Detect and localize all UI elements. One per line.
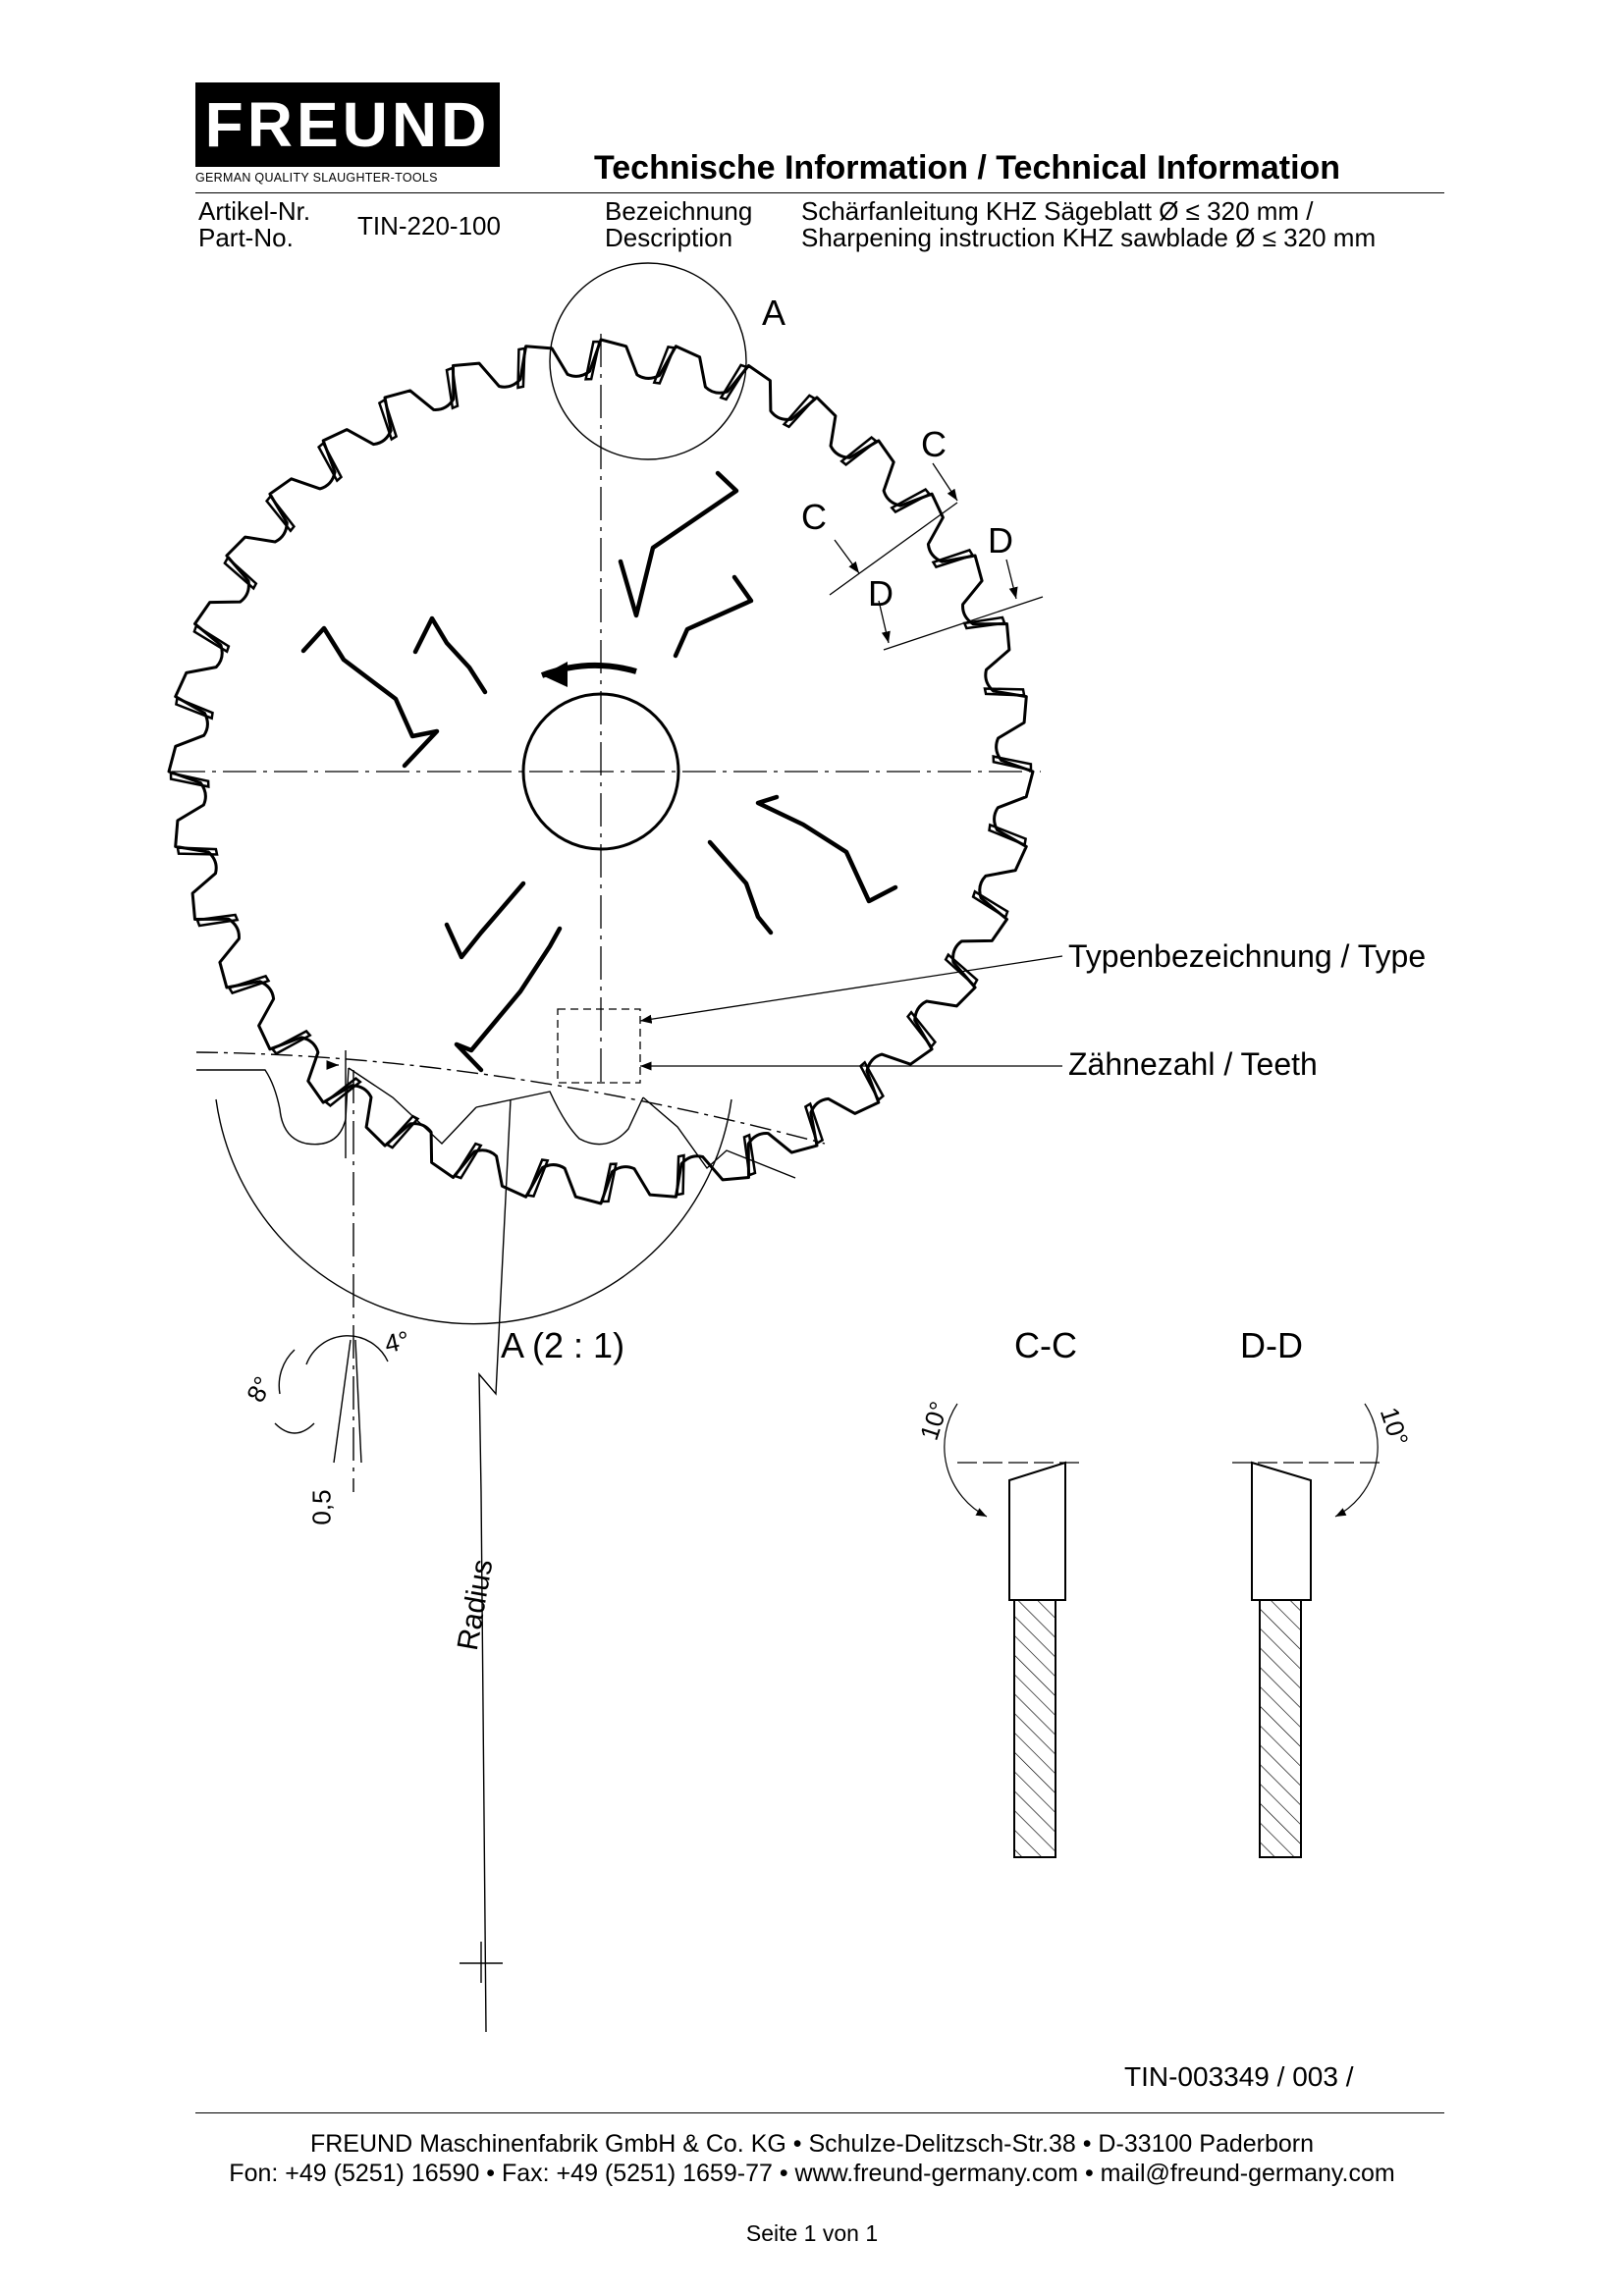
section-cc-title: C-C [1014, 1325, 1077, 1365]
page-number: Seite 1 von 1 [745, 2220, 879, 2246]
header-rule [195, 192, 1444, 193]
description-en: Sharpening instruction KHZ sawblade Ø ≤ … [801, 223, 1377, 252]
teeth-label: Zähnezahl / Teeth [1068, 1046, 1318, 1082]
description-de: Schärfanleitung KHZ Sägeblatt Ø ≤ 320 mm… [801, 196, 1314, 226]
section-marker-d-upper: D [988, 520, 1013, 561]
type-label: Typenbezeichnung / Type [1068, 938, 1427, 974]
tooth-tip [317, 441, 344, 483]
tooth-tip [175, 696, 214, 721]
tooth-tip [719, 363, 749, 401]
footer-company: FREUND Maschinenfabrik GmbH & Co. KG • S… [309, 2130, 1315, 2158]
tooth-tip [983, 687, 1026, 697]
section-marker-c-lower: C [801, 497, 827, 537]
tooth-tip [453, 1142, 483, 1180]
tooth-tip [516, 347, 526, 390]
tooth-tip [803, 1101, 825, 1146]
tooth-tip [525, 1158, 550, 1198]
tooth-tip [890, 488, 932, 514]
detail-marker-a: A [762, 293, 786, 333]
tooth-tip [839, 435, 879, 466]
freund-logo: FREUND [195, 82, 500, 167]
detail-a-title: A (2 : 1) [501, 1325, 625, 1365]
desc-label-de: Bezeichnung [605, 196, 753, 226]
tooth-tip [223, 556, 258, 591]
saw-blade-outline [167, 338, 1035, 1205]
center-lines [172, 334, 1041, 1085]
tooth-tip [971, 889, 1009, 920]
section-cut-markers [829, 462, 1044, 651]
tooth-tip [227, 974, 271, 995]
rotation-arrowhead [542, 662, 568, 687]
tooth-tip [992, 755, 1033, 773]
tooth-tip [323, 1077, 362, 1108]
detail-a-view [195, 1050, 826, 2033]
footer-rule [195, 2112, 1444, 2113]
tooth-tip [742, 1133, 757, 1177]
tooth-tip [192, 623, 231, 654]
tooth-tip [270, 1029, 312, 1055]
tooth-tip [988, 823, 1027, 847]
tooth-tips [169, 340, 1033, 1203]
tooth-tip [962, 615, 1006, 630]
expansion-slots [300, 470, 898, 1073]
label-marker-box [557, 1008, 641, 1084]
desc-label-en: Description [605, 223, 733, 252]
section-dd-title: D-D [1240, 1325, 1303, 1365]
tooth-tip [676, 1153, 685, 1197]
tooth-tip [445, 366, 460, 410]
dim-05-label: 0,5 [306, 1489, 337, 1525]
section-cc [944, 1403, 1085, 1858]
tooth-tip [176, 846, 219, 856]
tooth-tip [584, 340, 602, 381]
tooth-tip [195, 913, 240, 928]
tooth-tip [377, 398, 399, 442]
tooth-tip [906, 1010, 938, 1049]
document-number: TIN-003349 / 003 / [1124, 2061, 1354, 2092]
tooth-tip [264, 494, 296, 533]
tooth-tip [652, 346, 677, 385]
tooth-tip [931, 548, 975, 569]
part-label-en: Part-No. [198, 223, 294, 252]
logo-wordmark: FREUND [204, 89, 491, 160]
tooth-tip [169, 771, 210, 788]
logo-tagline: GERMAN QUALITY SLAUGHTER-TOOLS [195, 171, 438, 185]
section-marker-c-upper: C [921, 424, 947, 464]
part-number: TIN-220-100 [357, 211, 501, 240]
section-marker-d-lower: D [868, 573, 893, 614]
footer-contact: Fon: +49 (5251) 16590 • Fax: +49 (5251) … [229, 2160, 1395, 2187]
detail-bounding-arc [215, 1098, 732, 1325]
detail-circle-a [549, 262, 747, 460]
tooth-tip [944, 952, 979, 988]
type-leader [639, 955, 1063, 1024]
tooth-tip [782, 394, 817, 429]
document-title: Technische Information / Technical Infor… [594, 149, 1341, 187]
tooth-tip [600, 1162, 618, 1203]
section-dd [1232, 1403, 1380, 1858]
part-label-de: Artikel-Nr. [198, 196, 311, 226]
